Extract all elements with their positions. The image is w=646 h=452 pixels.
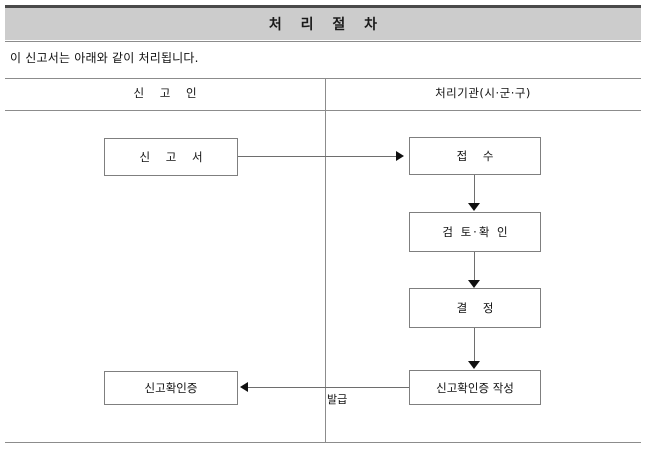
page-title: 처 리 절 차 <box>268 17 385 33</box>
column-header-declarant: 신 고 인 <box>133 86 203 100</box>
connector-review-to-decision <box>474 252 475 280</box>
connector-report-form-to-receipt <box>238 156 396 157</box>
flow-node-report-form: 신 고 서 <box>104 138 238 176</box>
flow-node-review-confirm: 검 토·확 인 <box>409 212 541 252</box>
rule-below-column-headers <box>5 110 641 111</box>
column-divider <box>325 78 326 443</box>
intro-statement: 이 신고서는 아래와 같이 처리됩니다. <box>10 51 199 65</box>
arrow-left-icon <box>240 382 248 392</box>
arrow-right-icon <box>396 151 404 161</box>
flow-node-prepare-certificate: 신고확인증 작성 <box>409 370 541 405</box>
edge-label-issuance: 발급 <box>327 393 348 406</box>
connector-decision-to-prepare <box>474 328 475 362</box>
rule-below-title <box>5 41 641 42</box>
flow-node-certificate: 신고확인증 <box>104 371 238 405</box>
section-title-band: 처 리 절 차 <box>5 8 641 40</box>
flow-node-decision: 결 정 <box>409 288 541 328</box>
flow-node-receipt: 접 수 <box>409 137 541 175</box>
column-header-agency: 처리기관(시·군·구) <box>435 86 531 100</box>
connector-receipt-to-review <box>474 175 475 204</box>
arrow-down-icon <box>468 280 480 288</box>
top-border-rule <box>5 5 641 8</box>
arrow-down-icon <box>468 361 480 369</box>
arrow-down-icon <box>468 203 480 211</box>
connector-prepare-to-certificate <box>248 387 409 388</box>
bottom-border-rule <box>5 442 641 443</box>
rule-below-intro <box>5 78 641 79</box>
